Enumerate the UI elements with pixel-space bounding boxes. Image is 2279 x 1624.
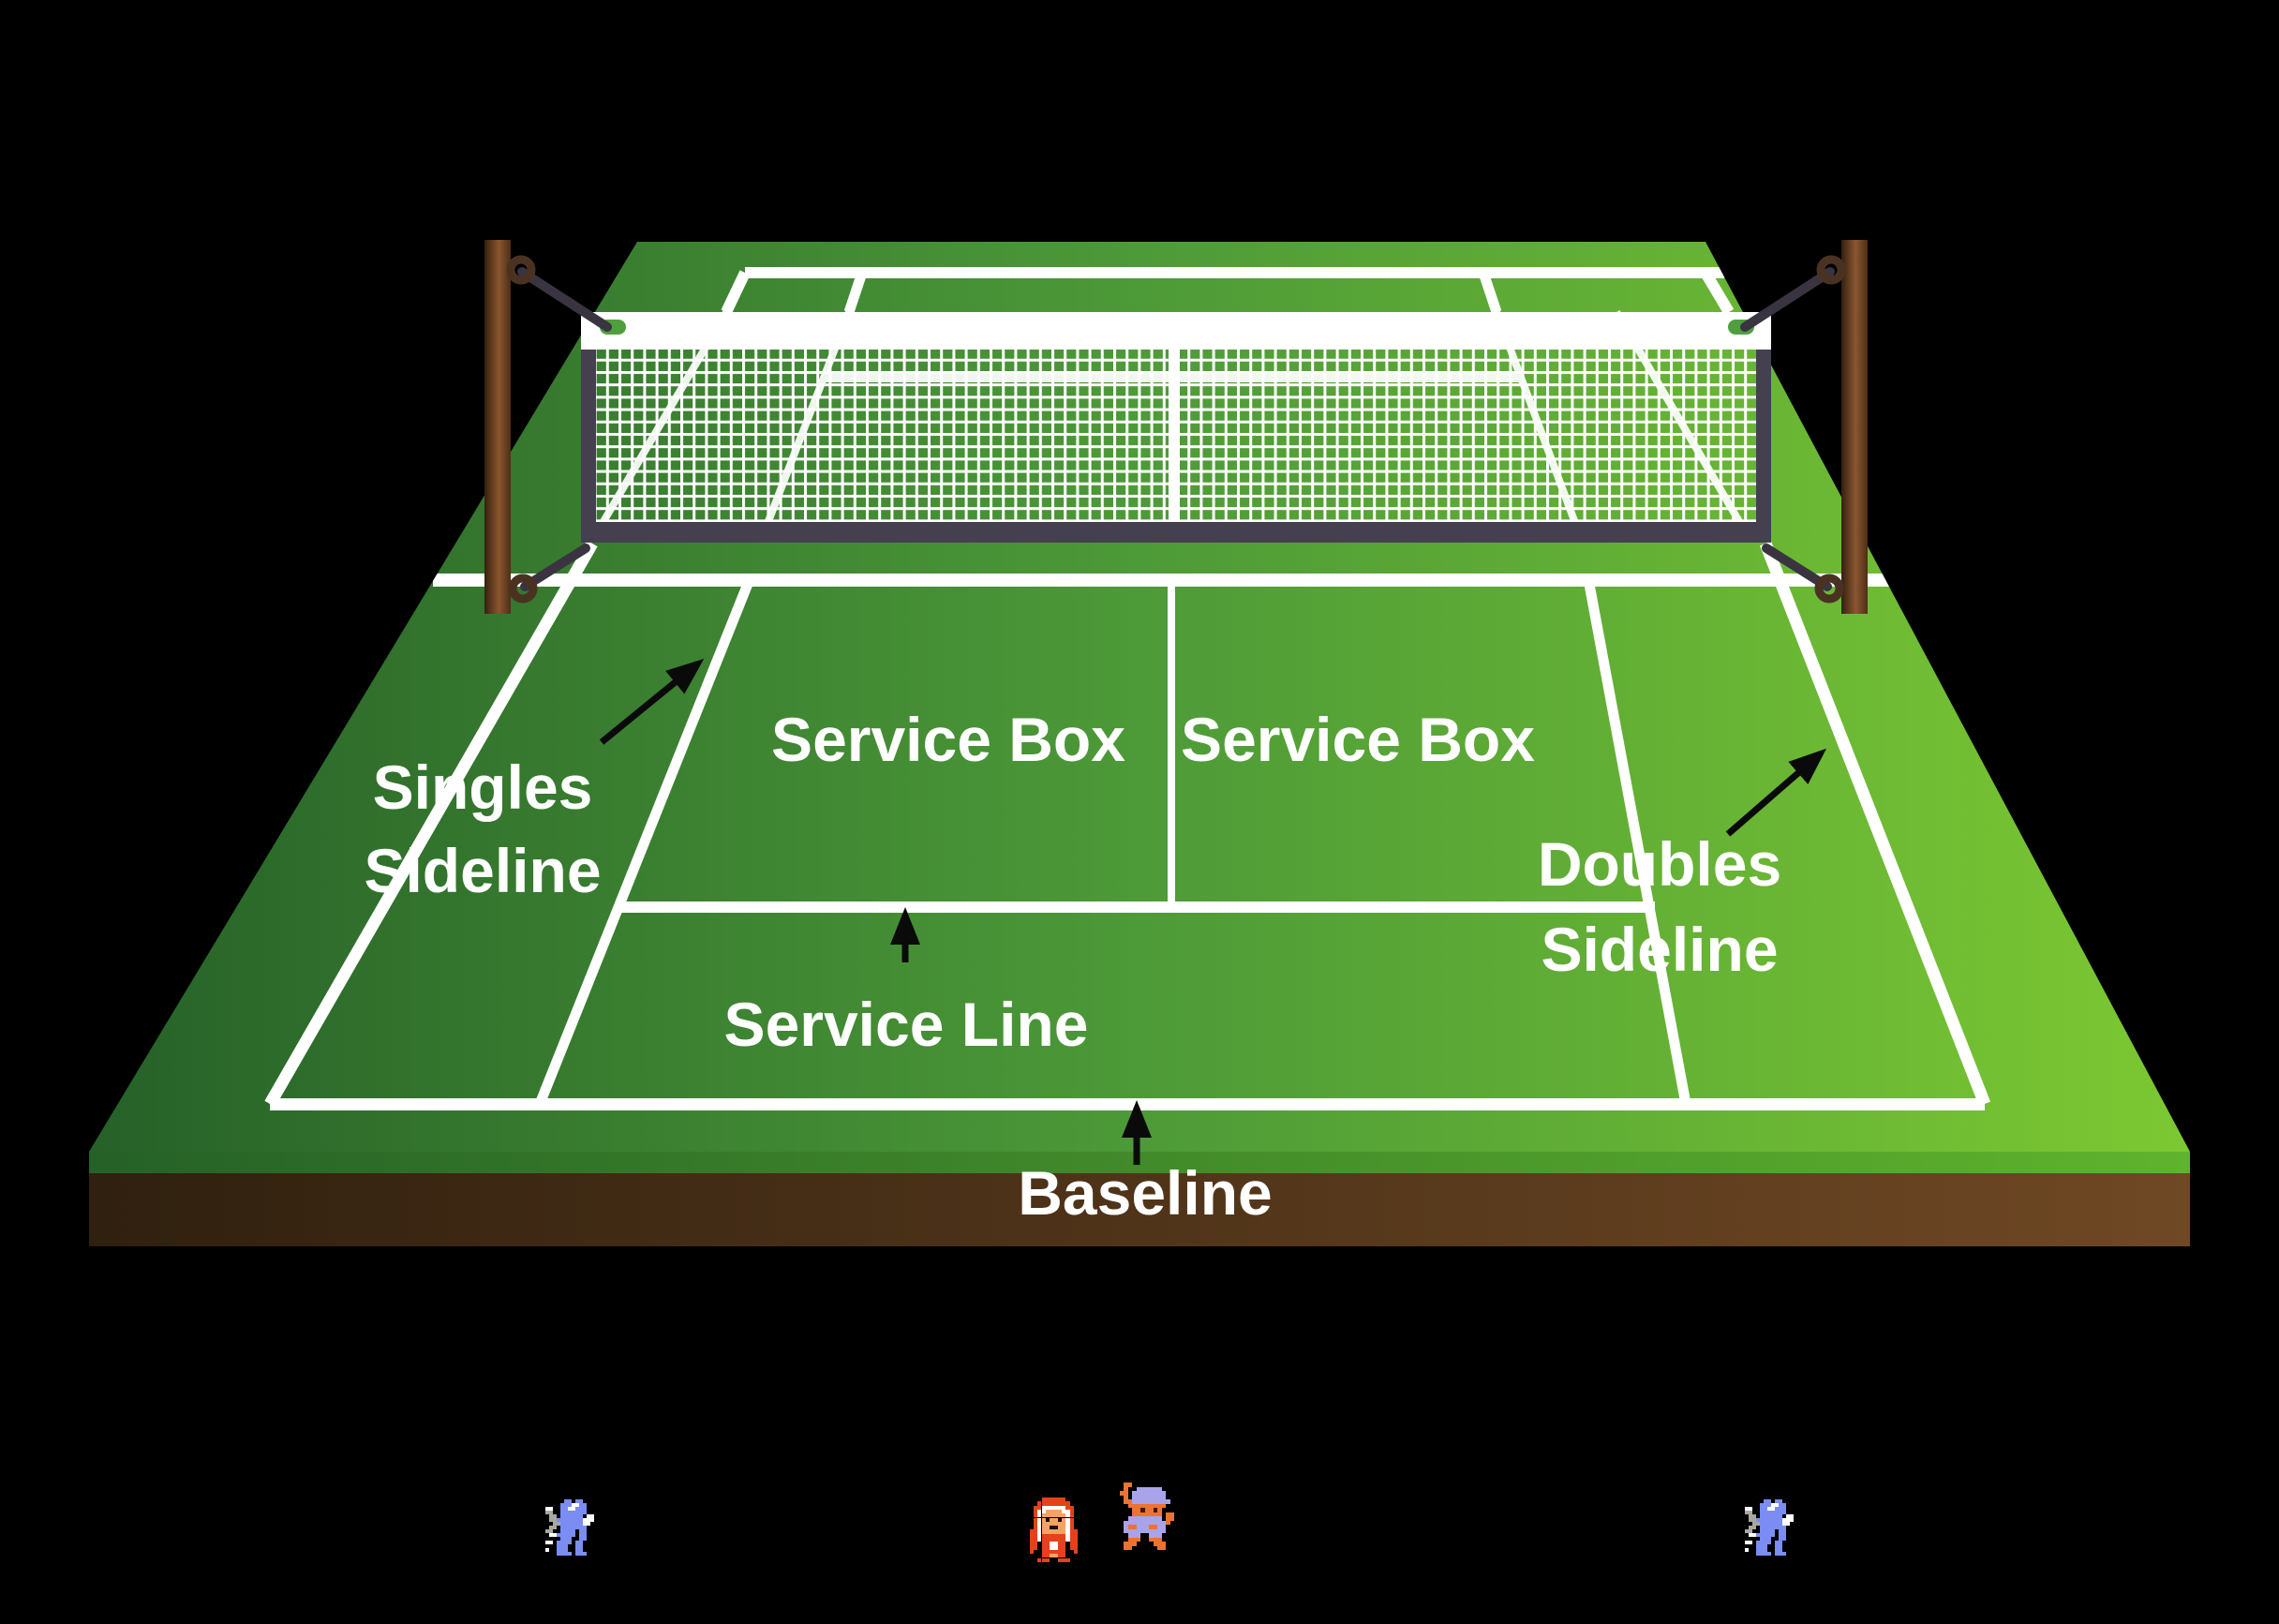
doubles-sideline-left-line (264, 540, 598, 1108)
rope-top-right (1740, 267, 1835, 332)
singles-sideline-left-line (534, 576, 755, 1107)
net-bottom-band (581, 522, 1771, 543)
net-side-strap-left (581, 350, 596, 543)
doubles-sideline-label-line1: Doubles (1538, 829, 1781, 899)
doubles-sideline-right-line (1759, 541, 1991, 1107)
rope-top-left (517, 267, 612, 332)
doubles-sideline-arrow (1725, 748, 1827, 837)
baseline-label: Baseline (1018, 1158, 1272, 1228)
singles-sideline-label-line1: Singles (373, 752, 593, 822)
service-box-right-label: Service Box (1181, 705, 1535, 774)
net-post-right (1841, 240, 1868, 614)
post-ring-top-left (506, 255, 536, 285)
singles-sideline-right-line (1583, 577, 1691, 1106)
near-court-lines (264, 540, 1991, 1110)
rope-bottom-right (1762, 544, 1832, 591)
service-box-left-label: Service Box (771, 705, 1125, 774)
baseline-line (270, 1098, 1985, 1110)
center-service-line (1168, 579, 1175, 907)
doubles-sideline-label-line2: Sideline (1541, 915, 1778, 984)
net-side-strap-right (1756, 350, 1771, 543)
court-labels: Service Box Service Box Singles Sideline… (364, 705, 1781, 1228)
net-posts (484, 240, 1868, 614)
post-ring-top-right (1816, 255, 1846, 285)
annotation-arrows (599, 658, 1827, 1165)
rope-bottom-left (520, 544, 590, 591)
net-post-left (484, 240, 511, 614)
tennis-net (581, 312, 1771, 543)
post-ring-bottom-right (1814, 574, 1844, 603)
dirt-base (89, 1173, 2190, 1246)
singles-sideline-arrow (599, 658, 705, 745)
singles-sideline-label-line2: Sideline (364, 836, 601, 905)
service-line-line (618, 901, 1655, 913)
net-center-strap (1169, 350, 1180, 543)
service-line-label: Service Line (724, 990, 1089, 1059)
post-ring-bottom-left (508, 574, 538, 603)
net-top-band (581, 312, 1771, 350)
far-court-lines (721, 267, 1735, 316)
